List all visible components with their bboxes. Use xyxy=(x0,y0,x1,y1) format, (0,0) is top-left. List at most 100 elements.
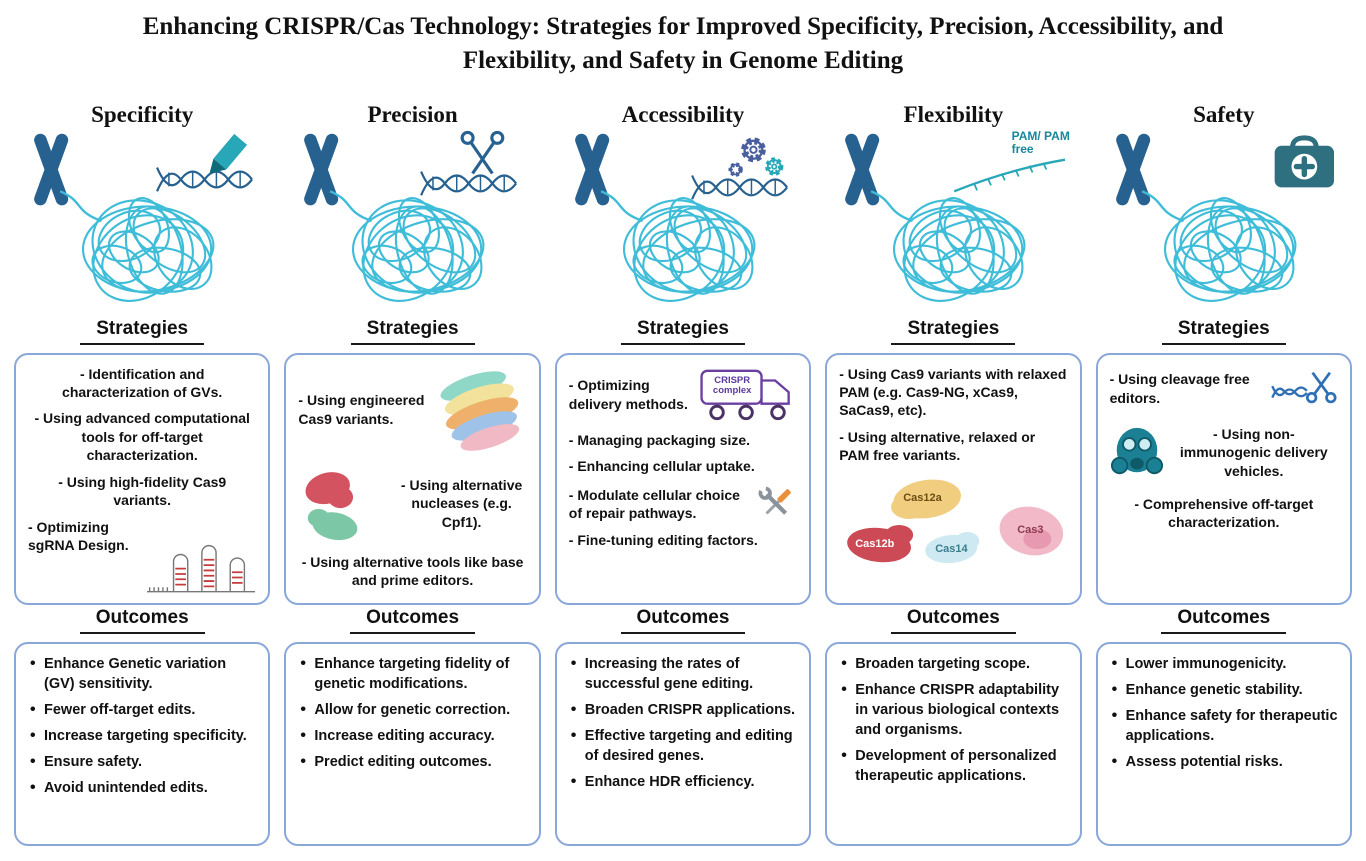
cas12b-label: Cas12b xyxy=(855,537,895,550)
chromosome-icon xyxy=(843,131,882,207)
strategy-item: - Using advanced computational tools for… xyxy=(34,410,250,464)
outcome-item: Broaden targeting scope. xyxy=(839,653,1067,675)
outcome-item: Allow for genetic correction. xyxy=(298,699,526,721)
sgrna-illustration xyxy=(147,544,256,592)
pam-dna-line xyxy=(953,157,1066,192)
strategy-item: - Using non-immunogenic delivery vehicle… xyxy=(1179,425,1328,479)
outcome-item: Predict editing outcomes. xyxy=(298,751,526,773)
specificity-strategies-box: - Identification and characterization of… xyxy=(14,352,271,605)
figure-title: Enhancing CRISPR/Cas Technology: Strateg… xyxy=(142,13,1224,74)
strategy-item: - Using engineered Cas9 variants. xyxy=(298,392,425,427)
column-title: Safety xyxy=(1193,101,1255,127)
strategy-item: - Comprehensive off-target characterizat… xyxy=(1134,495,1314,530)
figure-columns: Specificity Strategies - Identification … xyxy=(0,78,1366,852)
strategies-heading: Strategies xyxy=(621,318,745,345)
outcome-item: Avoid unintended edits. xyxy=(28,777,256,799)
strategy-item: - Optimizing sgRNA Design. xyxy=(28,518,129,554)
safety-strategies-box: - Using cleavage free editors. xyxy=(1095,352,1352,605)
outcome-item: Development of personalized therapeutic … xyxy=(839,745,1067,786)
strategy-item: - Modulate cellular choice of repair pat… xyxy=(568,486,740,522)
chromatin-tangle xyxy=(345,181,495,316)
strategy-item: - Enhancing cellular uptake. xyxy=(568,457,755,474)
strategy-item: - Using Cas9 variants with relaxed PAM (… xyxy=(839,365,1067,419)
strategies-heading: Strategies xyxy=(350,318,475,345)
chromosome-icon xyxy=(32,131,70,207)
chromatin-tangle xyxy=(1156,181,1307,316)
outcome-item: Fewer off-target edits. xyxy=(28,699,256,721)
flexibility-strategies-box: - Using Cas9 variants with relaxed PAM (… xyxy=(825,352,1082,605)
accessibility-outcomes-box: Increasing the rates of successful gene … xyxy=(554,641,812,846)
accessibility-strategies-box: - Optimizing delivery methods. C xyxy=(554,352,812,605)
chromosome-icon xyxy=(573,131,611,207)
chromatin-tangle xyxy=(886,181,1036,316)
outcome-item: Enhance safety for therapeutic applicati… xyxy=(1110,705,1338,746)
strategy-item: - Optimizing delivery methods. xyxy=(568,377,688,412)
outcome-item: Effective targeting and editing of desir… xyxy=(569,725,797,766)
outcomes-heading: Outcomes xyxy=(79,607,205,634)
precision-illustration xyxy=(284,128,540,316)
strategy-item: - Identification and characterization of… xyxy=(62,365,223,400)
dna-helix-icon xyxy=(155,165,254,192)
outcome-item: Increasing the rates of successful gene … xyxy=(569,653,797,694)
gas-mask-icon xyxy=(1110,427,1163,474)
chromosome-icon xyxy=(1113,131,1152,207)
outcome-item: Enhance Genetic variation (GV) sensitivi… xyxy=(28,653,256,694)
safety-outcomes-box: Lower immunogenicity. Enhance genetic st… xyxy=(1095,641,1352,846)
pen-icon xyxy=(209,133,248,174)
flexibility-outcomes-box: Broaden targeting scope. Enhance CRISPR … xyxy=(825,641,1082,846)
precision-outcomes-box: Enhance targeting fidelity of genetic mo… xyxy=(284,641,541,846)
chromatin-tangle xyxy=(74,181,225,316)
outcome-item: Enhance HDR efficiency. xyxy=(569,771,797,793)
cleavage-free-editor-icon xyxy=(1271,371,1337,403)
layered-protein-blob xyxy=(440,370,519,451)
column-title: Flexibility xyxy=(903,101,1004,127)
strategies-heading: Strategies xyxy=(80,318,205,345)
chromosome-icon xyxy=(302,131,341,207)
outcome-item: Enhance CRISPR adaptability in various b… xyxy=(839,679,1067,740)
precision-strategies-box: - Using engineered Cas9 variants. xyxy=(284,352,541,605)
column-precision: Precision Strategies - Using engineered … xyxy=(284,101,541,846)
outcome-item: Enhance genetic stability. xyxy=(1110,679,1338,701)
column-safety: Safety Strategies - Using cleavage free … xyxy=(1095,101,1352,846)
outcome-item: Ensure safety. xyxy=(28,751,256,773)
dna-helix-icon xyxy=(420,169,518,196)
outcomes-heading: Outcomes xyxy=(1161,607,1287,634)
strategy-item: - Using alternative, relaxed or PAM free… xyxy=(839,428,1036,464)
outcome-item: Increase editing accuracy. xyxy=(298,725,526,747)
tools-icon xyxy=(758,486,791,516)
outcome-item: Increase targeting specificity. xyxy=(28,725,256,747)
cas3-label: Cas3 xyxy=(1017,523,1044,536)
first-aid-kit-icon xyxy=(1274,134,1334,187)
nuclease-blobs xyxy=(305,471,358,540)
outcomes-heading: Outcomes xyxy=(620,607,746,634)
column-title: Accessibility xyxy=(621,101,745,127)
outcomes-heading: Outcomes xyxy=(890,607,1016,634)
scissors-icon xyxy=(460,130,505,174)
cas14-label: Cas14 xyxy=(935,542,968,555)
dna-helix-icon xyxy=(690,173,789,200)
strategies-heading: Strategies xyxy=(1161,318,1286,345)
cas12a-label: Cas12a xyxy=(903,491,942,504)
strategies-heading: Strategies xyxy=(891,318,1016,345)
delivery-truck-illustration: CRISPR complex xyxy=(699,365,797,425)
column-specificity: Specificity Strategies - Identification … xyxy=(14,101,271,846)
column-accessibility: Accessibility xyxy=(554,101,812,846)
outcomes-heading: Outcomes xyxy=(350,607,476,634)
outcome-item: Broaden CRISPR applications. xyxy=(569,699,797,721)
column-flexibility: Flexibility PAM/ PAM free Strategies - U… xyxy=(825,101,1082,846)
column-title: Precision xyxy=(367,101,458,127)
strategy-item: - Using alternative nucleases (e.g. Cpf1… xyxy=(400,476,523,530)
outcome-item: Assess potential risks. xyxy=(1110,751,1338,773)
safety-illustration xyxy=(1096,128,1352,316)
strategy-item: - Using cleavage free editors. xyxy=(1109,371,1250,406)
specificity-illustration xyxy=(14,128,270,316)
strategy-item: - Using high-fidelity Cas9 variants. xyxy=(58,473,227,509)
outcome-item: Enhance targeting fidelity of genetic mo… xyxy=(298,653,526,694)
column-title: Specificity xyxy=(91,101,194,127)
strategy-item: - Managing packaging size. xyxy=(568,431,751,448)
chromatin-tangle xyxy=(615,181,766,316)
strategy-item: - Using alternative tools like base and … xyxy=(301,553,524,588)
outcome-item: Lower immunogenicity. xyxy=(1110,653,1338,675)
specificity-outcomes-box: Enhance Genetic variation (GV) sensitivi… xyxy=(14,641,271,846)
strategy-item: - Fine-tuning editing factors. xyxy=(568,532,758,549)
